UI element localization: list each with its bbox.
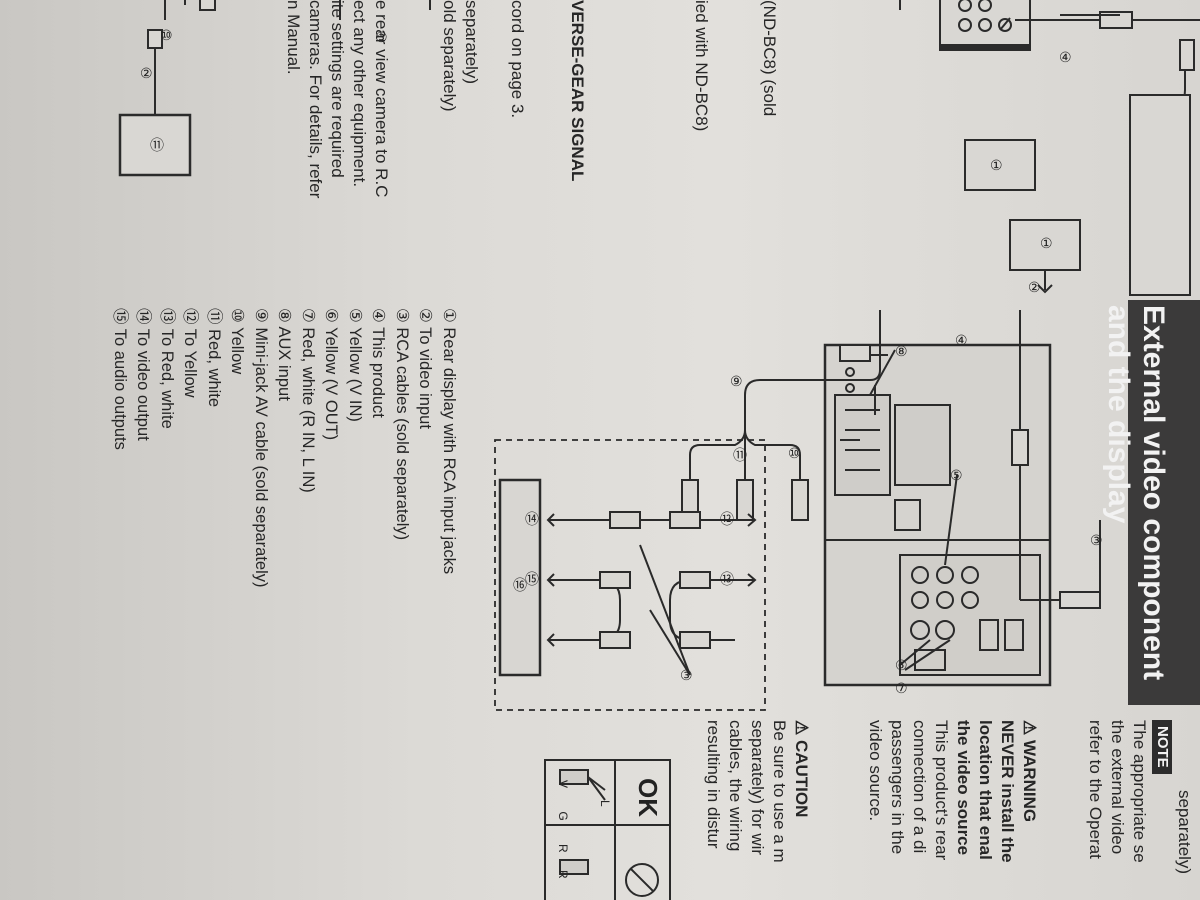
callout-15: ⑮ xyxy=(525,571,539,587)
callout-1-top: ① xyxy=(990,157,1003,173)
jack-label-l: L xyxy=(598,800,612,807)
jack-label-g: G xyxy=(556,811,570,831)
section-title-bar xyxy=(1128,300,1200,705)
callout-2-top: ② xyxy=(140,65,153,81)
callout-3-top: ③ xyxy=(375,29,388,45)
jack-labels-ng: R xyxy=(556,870,570,879)
jack-label-r: R xyxy=(556,844,570,863)
callout-9: ⑨ xyxy=(730,373,743,389)
callout-5: ⑤ xyxy=(950,467,963,483)
callout-1-main: ① xyxy=(1040,235,1053,251)
callout-3-rca: ③ xyxy=(680,667,693,683)
jack-labels-row: V G R xyxy=(556,780,570,863)
jack-label-v: V xyxy=(556,780,570,799)
callout-4-main: ④ xyxy=(955,332,968,348)
jack-labels: L xyxy=(598,800,612,807)
callout-7: ⑦ xyxy=(895,680,908,696)
callout-16: ⑯ xyxy=(513,577,527,593)
callout-6: ⑥ xyxy=(895,657,908,673)
prohibited-icon xyxy=(625,863,659,897)
jack-label-r-ng: R xyxy=(556,870,570,879)
callout-10: ⑩ xyxy=(788,445,801,461)
callout-2-main: ② xyxy=(1028,279,1041,295)
callout-13: ⑬ xyxy=(720,571,734,587)
callout-14: ⑭ xyxy=(525,511,539,527)
callout-4-top: ④ xyxy=(1059,49,1072,65)
prohibited-icon-slash xyxy=(630,868,654,892)
jack-plug-icon-ok xyxy=(559,769,606,801)
callout-10-top: ⑩ xyxy=(160,27,173,43)
callout-11: ⑪ xyxy=(733,447,747,463)
callout-8: ⑧ xyxy=(895,343,908,359)
callout-11-top: ⑪ xyxy=(150,137,164,153)
ok-label: OK xyxy=(633,778,663,817)
callout-3-main: ③ xyxy=(1090,532,1103,548)
callout-12: ⑫ xyxy=(720,511,734,527)
jack-plug-icon-ng xyxy=(559,859,589,875)
